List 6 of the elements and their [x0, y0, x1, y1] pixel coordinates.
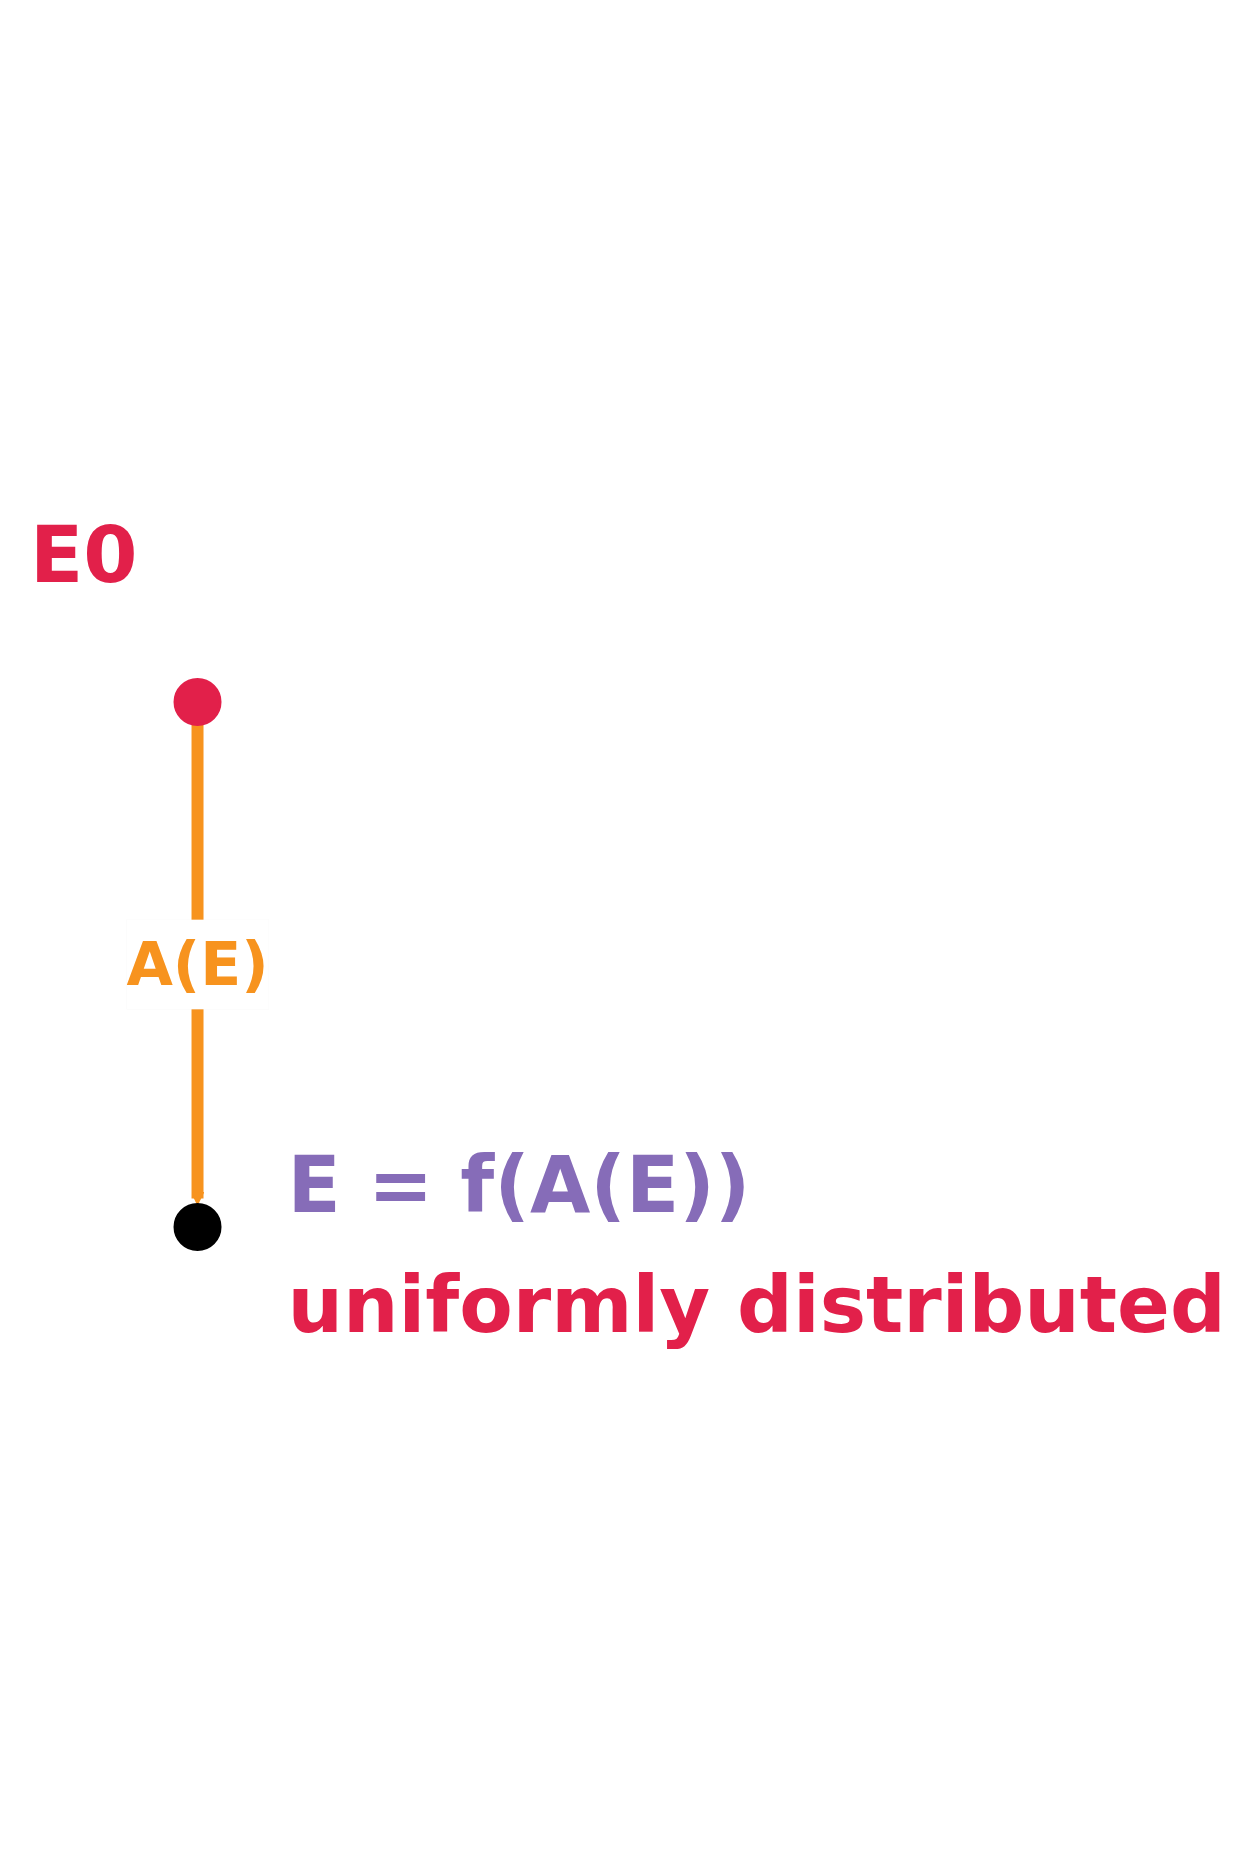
node-circle — [173, 1202, 222, 1251]
edge-label: A(E) — [126, 930, 269, 999]
node-circle — [173, 678, 222, 727]
node-caption: E0 — [30, 510, 138, 601]
node-caption: E = f(A(E)) — [287, 1139, 751, 1230]
node-caption: uniformly distributed — [287, 1259, 1226, 1350]
